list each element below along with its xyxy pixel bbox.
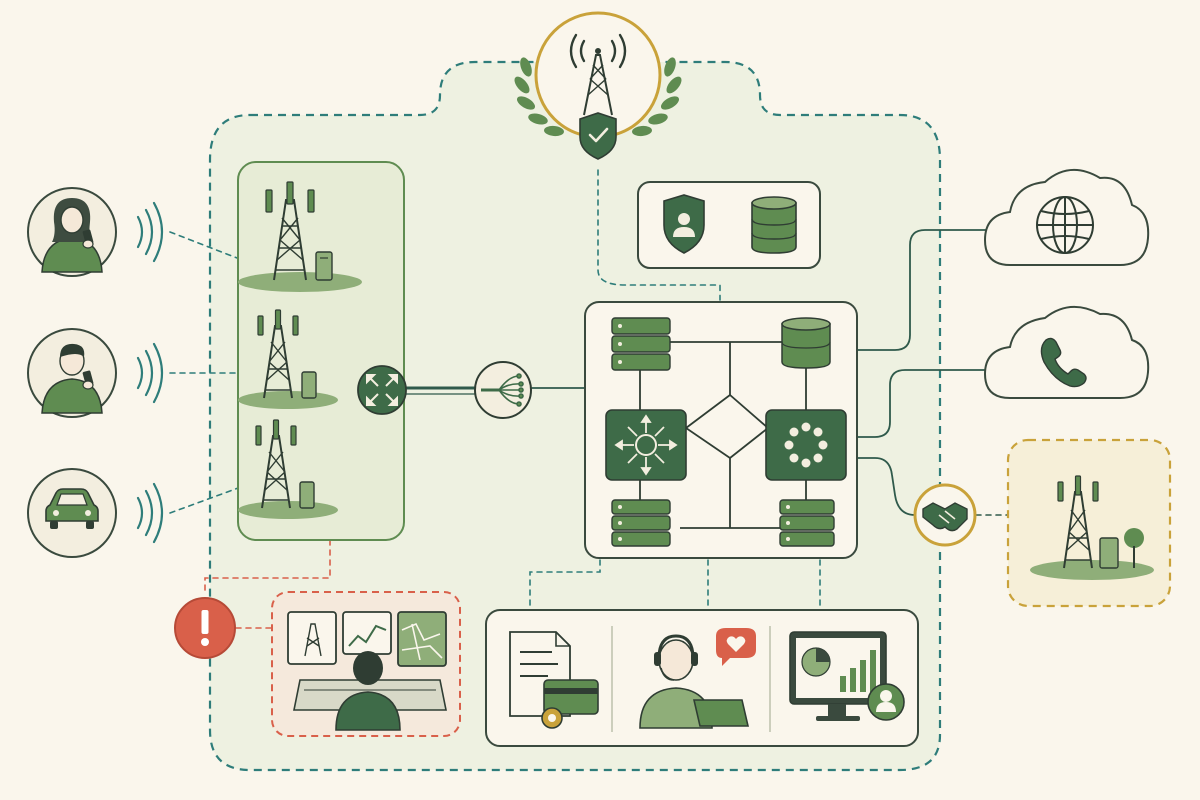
regulator-badge[interactable]: [512, 11, 685, 160]
handshake-icon: [922, 502, 968, 532]
subscriber-man[interactable]: [27, 328, 117, 418]
car-icon: [45, 488, 99, 529]
customer-care[interactable]: [639, 628, 756, 729]
server-icon: [611, 499, 671, 547]
partner-tower-icon: [1030, 475, 1154, 580]
operator-monitors-icon: [287, 611, 447, 731]
network-operations-center[interactable]: [271, 591, 461, 737]
database-icon: [751, 196, 797, 254]
link-core-voice: [844, 369, 996, 438]
cell-tower-1[interactable]: [238, 181, 362, 292]
core-switch-icon: [605, 409, 687, 481]
link-user1-tower1: [169, 231, 269, 271]
woman-with-phone-icon: [41, 198, 103, 273]
link-regulator-core: [597, 169, 721, 301]
signal-waves-user2: [136, 342, 164, 404]
man-with-phone-icon: [41, 343, 103, 414]
fault-alert[interactable]: [174, 597, 236, 659]
aggregation-router[interactable]: [357, 365, 407, 415]
dashboard-icon: [789, 631, 905, 721]
core-network[interactable]: [584, 301, 858, 559]
support-agent-icon: [639, 628, 756, 729]
partner-network[interactable]: [1006, 438, 1172, 608]
roaming-handshake[interactable]: [913, 483, 977, 547]
router-icon: [366, 374, 398, 406]
subscriber-woman[interactable]: [27, 187, 117, 277]
radio-access-group: [237, 161, 405, 541]
server-icon: [779, 499, 835, 547]
cell-tower-3[interactable]: [238, 419, 338, 519]
alert-icon: [201, 610, 209, 646]
core-database-icon: [781, 317, 831, 369]
signal-waves-user1: [136, 201, 164, 263]
link-alert-radio: [204, 539, 331, 596]
core-switching-icon: [605, 317, 847, 547]
cell-tower-icon: [238, 419, 338, 519]
certified-tower-shield-icon: [569, 33, 627, 160]
link-core-roaming: [844, 457, 916, 516]
subscriber-car[interactable]: [27, 468, 117, 558]
cell-tower-icon: [238, 309, 338, 409]
internet-cloud[interactable]: [983, 169, 1150, 266]
cell-tower-icon: [238, 181, 362, 292]
laurel-wreath-icon: [514, 57, 682, 137]
phone-icon: [1040, 337, 1087, 388]
billing[interactable]: [509, 631, 599, 729]
security-database-panel[interactable]: [637, 181, 821, 269]
core-ring-switch-icon: [765, 409, 847, 481]
fiber-link[interactable]: [474, 361, 532, 419]
analytics-dashboard[interactable]: [789, 631, 905, 721]
user-shield-icon: [663, 194, 705, 254]
link-core-billing: [529, 559, 601, 611]
globe-icon: [1036, 196, 1094, 254]
cell-tower-2[interactable]: [238, 309, 338, 409]
fiber-optic-icon: [481, 373, 524, 407]
invoice-card-icon: [509, 631, 599, 729]
voice-cloud[interactable]: [983, 306, 1150, 399]
link-core-internet: [835, 229, 996, 351]
signal-waves-car: [136, 482, 164, 544]
server-icon: [611, 317, 671, 371]
